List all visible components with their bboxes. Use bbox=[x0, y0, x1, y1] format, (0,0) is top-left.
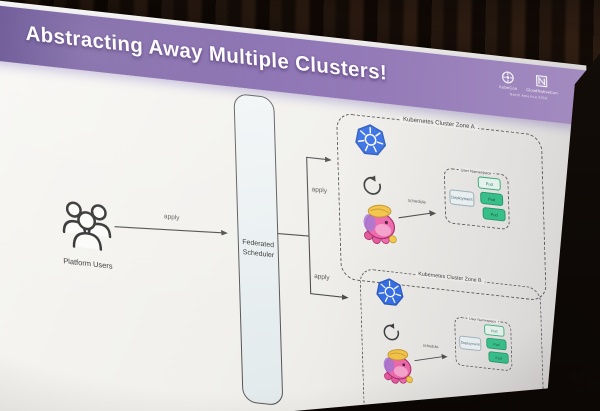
apply-label-users: apply bbox=[163, 213, 180, 222]
pod-box: Pod bbox=[488, 351, 509, 364]
federated-scheduler-label: Federated Scheduler bbox=[242, 238, 275, 260]
workload-box: Deployment bbox=[459, 335, 482, 352]
sync-icon bbox=[360, 172, 385, 199]
kubernetes-logo-icon bbox=[375, 276, 406, 309]
kubernetes-logo-icon bbox=[353, 121, 388, 159]
pod-box: Pod bbox=[484, 324, 505, 337]
sync-icon bbox=[380, 321, 402, 345]
pod-box: Pod bbox=[480, 191, 504, 207]
workload-box: Deployment bbox=[449, 189, 475, 208]
user-namespace-label: User Namespace bbox=[467, 316, 498, 324]
cloudnativecon-logo-icon bbox=[535, 74, 548, 89]
apply-label-zone-a: apply bbox=[311, 186, 328, 195]
pod-box: Pod bbox=[477, 176, 501, 191]
users-icon bbox=[57, 194, 116, 255]
pod-box: Pod bbox=[482, 206, 506, 222]
kubecon-lockup: KubeCon bbox=[499, 70, 517, 91]
kubecon-logo-icon bbox=[501, 70, 514, 85]
user-namespace-box: User Namespace Deployment Pod Pod Pod bbox=[454, 316, 513, 372]
platform-users: Platform Users bbox=[56, 194, 118, 271]
conference-lockup: KubeCon CloudNativeCon North America 201… bbox=[492, 69, 564, 102]
pod-box: Pod bbox=[486, 337, 507, 351]
zone-b-cluster-box: Kubernetes Cluster Zone B schedule User … bbox=[359, 267, 545, 411]
user-namespace-label: User Namespace bbox=[458, 167, 494, 176]
federated-scheduler-box: Federated Scheduler bbox=[233, 92, 284, 407]
apply-label-zone-b: apply bbox=[314, 272, 330, 282]
user-namespace-box: User Namespace Deployment Pod Pod Pod bbox=[443, 167, 510, 231]
cloudnativecon-lockup: CloudNativeCon bbox=[526, 73, 558, 96]
platform-users-label: Platform Users bbox=[63, 256, 113, 271]
